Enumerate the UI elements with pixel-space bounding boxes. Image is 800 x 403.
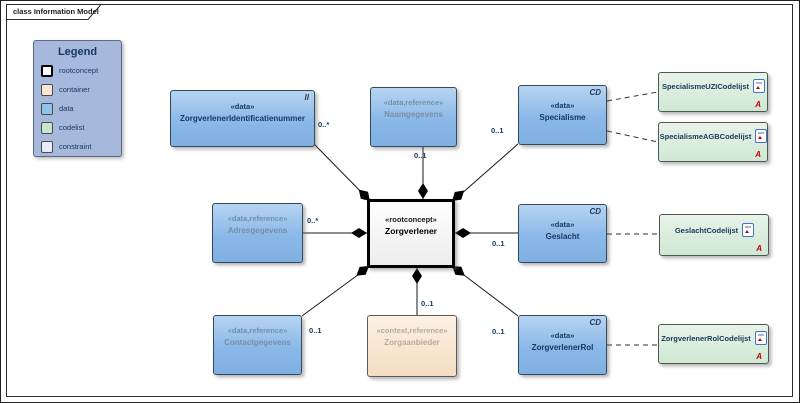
rootconcept-swatch [41,64,53,77]
node-adresgegevens[interactable]: «data,reference» Adresgegevens [212,203,303,263]
legend-item-rootconcept: rootconcept [41,64,121,77]
datatype-marker-cd: CD [589,318,601,327]
codelist-swatch [41,121,53,134]
node-title: Contactgegevens [224,338,291,347]
node-zorgverlenerrol[interactable]: CD «data» ZorgverlenerRol [518,315,607,375]
node-contactgegevens[interactable]: «data,reference» Contactgegevens [213,315,302,375]
stereotype: «data» [230,102,255,111]
document-icon [755,129,768,143]
datatype-marker-cd: CD [589,88,601,97]
legend-item-data: data [41,102,121,115]
constraint-swatch [41,140,53,153]
multiplicity-label: 0..1 [492,327,505,336]
legend-item-container: container [41,83,121,96]
marker-a: A [755,150,761,159]
node-specialisme-agb-codelijst[interactable]: SpecialismeAGBCodelijst A [658,122,768,162]
node-zorgverlenerrol-codelijst[interactable]: ZorgverlenerRolCodelijst A [658,324,769,364]
node-specialisme[interactable]: CD «data» Specialisme [518,85,607,145]
legend-item-codelist: codelist [41,121,121,134]
node-title: Zorgaanbieder [384,338,440,347]
stereotype: «data,reference» [227,326,288,335]
stereotype: «data» [550,101,575,110]
legend-title: Legend [57,46,98,58]
data-swatch [41,102,53,115]
datatype-marker-cd: CD [589,207,601,216]
node-title: SpecialismeAGBCodelijst [659,131,752,141]
diagram-frame-tab: class Information Model [13,7,99,16]
codelist-reference-connectors [606,91,659,346]
node-zorgverlener-identificatienummer[interactable]: II «data» ZorgverlenerIdentificatienumme… [170,90,315,147]
marker-a: A [756,244,762,253]
marker-a: A [756,352,762,361]
multiplicity-label: 0..1 [309,326,322,335]
multiplicity-label: 0..1 [414,151,427,160]
stereotype: «data,reference» [227,214,288,223]
node-specialisme-uzi-codelijst[interactable]: SpecialismeUZICodelijst A [658,72,768,112]
node-title: Adresgegevens [227,226,288,235]
marker-a: A [755,100,761,109]
stereotype: «context,reference» [376,326,448,335]
node-zorgverlener[interactable]: «rootconcept» Zorgverlener [367,199,455,268]
node-title: ZorgverlenerRol [531,343,594,352]
multiplicity-label: 0..1 [491,126,504,135]
node-geslacht[interactable]: CD «data» Geslacht [518,204,607,263]
document-icon [753,79,766,93]
stereotype: «data» [550,220,575,229]
node-title: Specialisme [539,113,586,122]
legend-item-constraint: constraint [41,140,121,153]
datatype-marker-ii: II [304,93,309,102]
node-title: Geslacht [545,232,580,241]
node-title: Zorgverlener [385,226,437,236]
multiplicity-label: 0..1 [421,299,434,308]
document-icon [754,331,767,345]
node-title: GeslachtCodelijst [674,225,739,235]
legend: Legend rootconcept container data codeli… [33,40,122,157]
stereotype: «rootconcept» [385,215,437,224]
node-naamgegevens[interactable]: «data,reference» Naamgegevens [370,87,457,147]
document-icon [742,223,755,237]
container-swatch [41,83,53,96]
stereotype: «data» [550,331,575,340]
node-title: ZorgverlenerRolCodelijst [661,333,751,343]
node-geslacht-codelijst[interactable]: GeslachtCodelijst A [659,214,769,256]
stereotype: «data,reference» [383,98,444,107]
multiplicity-label: 0..1 [492,239,505,248]
multiplicity-label: 0..* [307,216,319,225]
node-title: SpecialismeUZICodelijst [661,81,750,91]
multiplicity-label: 0..* [318,120,330,129]
node-zorgaanbieder[interactable]: «context,reference» Zorgaanbieder [367,315,457,377]
node-title: ZorgverlenerIdentificatienummer [180,114,305,123]
node-title: Naamgegevens [384,110,443,119]
